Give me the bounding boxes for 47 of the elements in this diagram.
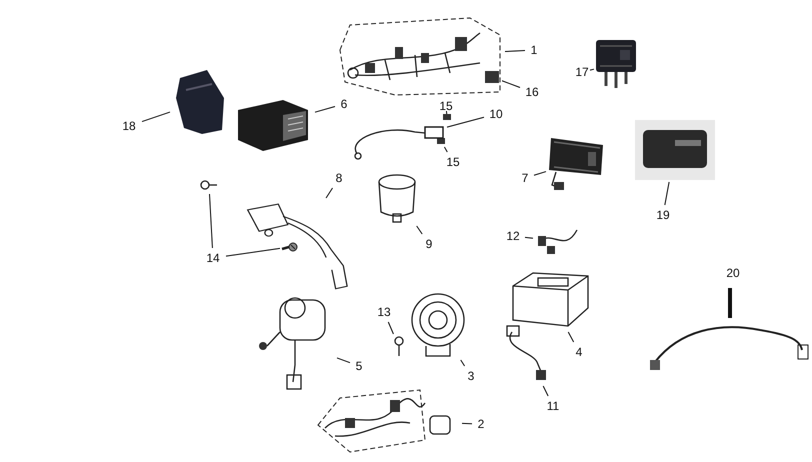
callout-number: 2 xyxy=(474,416,488,432)
callout-number: 15 xyxy=(436,98,456,114)
screw-drawing xyxy=(200,178,218,192)
leader-line xyxy=(590,68,594,71)
leader-line xyxy=(542,386,549,396)
callout-number: 14 xyxy=(202,250,224,266)
leader-line xyxy=(534,171,546,176)
callout-number: 15 xyxy=(443,154,463,170)
leader-line xyxy=(326,188,334,198)
leader-line xyxy=(314,106,336,113)
callout-number: 4 xyxy=(572,344,586,360)
screw-drawing xyxy=(282,240,298,254)
callout-number: 19 xyxy=(652,207,674,223)
leader-line xyxy=(462,422,472,424)
callout-number: 12 xyxy=(503,228,523,244)
callout-number: 10 xyxy=(486,106,506,122)
leader-line xyxy=(446,116,484,128)
callout-number: 3 xyxy=(464,368,478,384)
callout-number: 16 xyxy=(522,84,542,100)
leader-line xyxy=(502,80,520,88)
callout-number: 9 xyxy=(422,236,436,252)
leader-line xyxy=(504,50,526,52)
callout-number: 7 xyxy=(518,170,532,186)
leader-line xyxy=(209,194,213,248)
callout-number: 5 xyxy=(352,358,366,374)
leader-line xyxy=(226,248,280,257)
callout-number: 11 xyxy=(543,398,563,414)
callout-number: 18 xyxy=(118,118,140,134)
callout-number: 13 xyxy=(374,304,394,320)
leader-line xyxy=(336,357,350,364)
callout-number: 1 xyxy=(527,42,541,58)
leader-line xyxy=(460,360,466,366)
leader-line xyxy=(142,112,170,122)
module-photo xyxy=(635,120,715,180)
clip-drawing xyxy=(442,113,452,121)
connector-drawing xyxy=(484,70,500,84)
callout-number: 6 xyxy=(337,96,351,112)
callout-number: 8 xyxy=(332,170,346,186)
leader-line xyxy=(416,226,423,234)
leader-line xyxy=(664,182,670,206)
screw-drawing xyxy=(392,336,406,358)
leader-line xyxy=(388,322,394,334)
callout-number: 17 xyxy=(572,64,592,80)
leader-line xyxy=(568,332,574,342)
leader-line xyxy=(444,146,448,152)
leader-line xyxy=(524,236,534,239)
callout-number: 20 xyxy=(725,265,741,281)
